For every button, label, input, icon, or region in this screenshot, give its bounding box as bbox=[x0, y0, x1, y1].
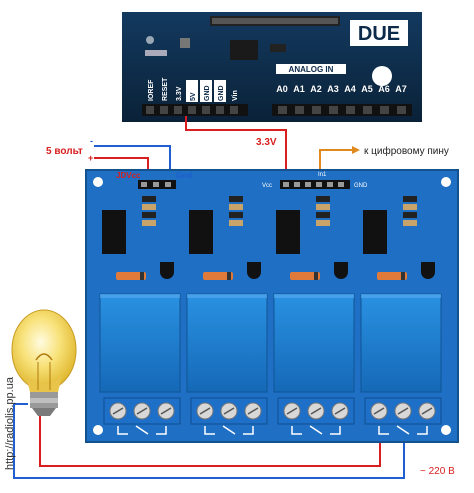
power-pin-label: RESET bbox=[162, 77, 169, 101]
contact-symbol bbox=[378, 426, 389, 435]
analog-header-label: ANALOG IN bbox=[289, 65, 334, 74]
label-5v: 5 вольт bbox=[46, 146, 83, 157]
watermark-url: http://radiolis.pp.ua bbox=[4, 377, 16, 470]
wire-3v3 bbox=[185, 116, 287, 182]
diode bbox=[203, 272, 233, 280]
label-gnd: Gnd bbox=[176, 171, 192, 180]
label-3v3: 3.3V bbox=[256, 137, 277, 148]
transistor bbox=[247, 262, 261, 279]
analog-pin-label: A3 bbox=[327, 84, 339, 94]
transistor bbox=[421, 262, 435, 279]
relay-board bbox=[85, 169, 459, 443]
analog-socket bbox=[312, 106, 321, 114]
input-header bbox=[280, 180, 350, 189]
label-jdvcc: JDVcc bbox=[116, 171, 141, 180]
input-pin bbox=[294, 182, 300, 187]
relay-channel bbox=[186, 196, 268, 435]
label-digital-pin: к цифровому пину bbox=[364, 145, 449, 157]
optocoupler-chip bbox=[276, 210, 300, 254]
wire-mains-blue bbox=[13, 404, 405, 479]
analog-pin-label: A1 bbox=[293, 84, 305, 94]
transistor bbox=[160, 262, 174, 279]
diode bbox=[377, 272, 407, 280]
power-socket bbox=[174, 106, 182, 114]
analog-pin-label: A2 bbox=[310, 84, 322, 94]
label-minus: - bbox=[90, 136, 93, 146]
analog-pin-sockets bbox=[278, 106, 406, 114]
power-pin-label: GND bbox=[218, 85, 225, 101]
analog-socket bbox=[397, 106, 406, 114]
pin-label-bg bbox=[186, 80, 198, 102]
power-socket bbox=[202, 106, 210, 114]
power-pin-label: 3.3V bbox=[176, 86, 183, 101]
analog-socket bbox=[363, 106, 372, 114]
optocoupler-chip bbox=[363, 210, 387, 254]
transistor bbox=[334, 262, 348, 279]
input-pin bbox=[283, 182, 289, 187]
due-logo-box bbox=[350, 20, 408, 46]
label-gnd2: GND bbox=[354, 183, 368, 189]
label-plus: + bbox=[88, 153, 93, 163]
power-pin-label: IOREF bbox=[148, 79, 155, 101]
pin-label-bg bbox=[200, 80, 212, 102]
arrow-digital bbox=[352, 146, 360, 154]
power-pin-sockets bbox=[146, 106, 238, 114]
pin-label-bg bbox=[214, 80, 226, 102]
labels: 5 вольт - + 3.3V к цифровому пину ~ 220 … bbox=[46, 136, 455, 477]
power-pin-label: 5V bbox=[190, 92, 197, 101]
relay-channel bbox=[360, 196, 442, 435]
input-pin bbox=[338, 182, 344, 187]
power-pin-label: GND bbox=[204, 85, 211, 101]
analog-socket bbox=[329, 106, 338, 114]
analog-label-bg bbox=[276, 64, 346, 74]
analog-pin-label: A5 bbox=[361, 84, 373, 94]
arduino-top-pins bbox=[212, 18, 338, 24]
label-220v: ~ 220 В bbox=[420, 466, 455, 477]
relay-module bbox=[273, 293, 355, 393]
board-name: DUE bbox=[358, 23, 400, 45]
optocoupler-chip bbox=[189, 210, 213, 254]
label-vcc: Vcc bbox=[262, 183, 272, 189]
power-socket bbox=[188, 106, 196, 114]
relay-module bbox=[360, 293, 442, 393]
power-socket bbox=[146, 106, 154, 114]
relay-channel bbox=[273, 196, 355, 435]
analog-socket bbox=[278, 106, 287, 114]
diode bbox=[116, 272, 146, 280]
analog-socket bbox=[346, 106, 355, 114]
wire-mains-red bbox=[39, 414, 381, 467]
diode bbox=[290, 272, 320, 280]
power-socket bbox=[216, 106, 224, 114]
power-pin-label: Vin bbox=[232, 90, 239, 101]
analog-socket bbox=[295, 106, 304, 114]
power-socket bbox=[230, 106, 238, 114]
analog-pin-label: A6 bbox=[378, 84, 390, 94]
analog-socket bbox=[380, 106, 389, 114]
power-socket bbox=[160, 106, 168, 114]
input-pin bbox=[327, 182, 333, 187]
input-pin bbox=[316, 182, 322, 187]
contact-symbol bbox=[117, 426, 128, 435]
contact-symbol bbox=[204, 426, 215, 435]
analog-pin-label: A0 bbox=[276, 84, 288, 94]
analog-pin-label: A7 bbox=[395, 84, 407, 94]
analog-header bbox=[272, 104, 412, 116]
light-bulb bbox=[11, 309, 77, 416]
analog-pin-label: A4 bbox=[344, 84, 356, 94]
optocoupler-chip bbox=[102, 210, 126, 254]
relay-module bbox=[99, 293, 181, 393]
relay-channel bbox=[99, 196, 181, 435]
label-in1: In1 bbox=[318, 172, 327, 178]
relay-module bbox=[186, 293, 268, 393]
input-pin bbox=[305, 182, 311, 187]
contact-symbol bbox=[291, 426, 302, 435]
